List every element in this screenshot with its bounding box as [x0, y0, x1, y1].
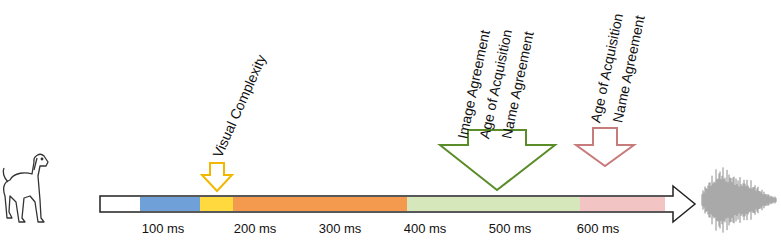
wave-sample — [714, 182, 715, 219]
wave-sample — [722, 176, 723, 224]
wave-sample — [756, 191, 757, 210]
wave-sample — [732, 182, 733, 218]
wave-sample — [736, 179, 737, 222]
wave-sample — [737, 184, 738, 216]
wave-sample — [740, 177, 741, 223]
wave-sample — [723, 167, 724, 232]
wave-sample — [718, 179, 719, 222]
time-tick: 300 ms — [319, 221, 362, 237]
wave-sample — [771, 196, 772, 204]
wave-sample — [754, 187, 755, 213]
wave-sample — [719, 173, 720, 226]
wave-sample — [713, 183, 714, 216]
time-tick: 400 ms — [404, 221, 447, 237]
wave-sample — [743, 183, 744, 216]
wave-sample — [748, 186, 749, 215]
wave-sample — [730, 178, 731, 223]
wave-sample — [728, 182, 729, 217]
wave-sample — [721, 179, 722, 221]
wave-sample — [716, 169, 717, 230]
wave-sample — [753, 187, 754, 213]
sound-waveform — [702, 167, 776, 232]
wave-sample — [755, 185, 756, 215]
wave-sample — [711, 186, 712, 215]
wave-sample — [773, 197, 774, 203]
wave-sample — [729, 175, 730, 226]
wave-sample — [759, 191, 760, 209]
wave-sample — [749, 187, 750, 212]
timeline-arrow — [100, 186, 695, 222]
wave-sample — [734, 177, 735, 224]
wave-sample — [710, 182, 711, 217]
wave-sample — [709, 183, 710, 218]
wave-sample — [750, 188, 751, 211]
wave-sample — [739, 187, 740, 214]
wave-sample — [715, 183, 716, 218]
time-tick: 200 ms — [234, 221, 277, 237]
wave-sample — [725, 178, 726, 223]
wave-sample — [706, 188, 707, 212]
wave-sample — [738, 180, 739, 219]
wave-sample — [746, 186, 747, 214]
wave-sample — [763, 194, 764, 205]
dog-drawing — [3, 154, 48, 222]
wave-sample — [733, 178, 734, 223]
wave-sample — [742, 186, 743, 214]
time-tick: 100 ms — [142, 221, 185, 237]
wave-sample — [774, 198, 775, 202]
wave-sample — [761, 192, 762, 207]
wave-sample — [707, 189, 708, 211]
wave-sample — [765, 194, 766, 206]
wave-sample — [757, 188, 758, 212]
red-down-arrow — [576, 128, 634, 166]
wave-sample — [772, 197, 773, 204]
wave-sample — [727, 170, 728, 230]
wave-sample — [767, 195, 768, 204]
wave-sample — [717, 179, 718, 220]
wave-sample — [770, 197, 771, 203]
wave-sample — [752, 189, 753, 212]
wave-sample — [766, 194, 767, 206]
wave-sample — [775, 196, 776, 203]
yellow-down-arrow — [202, 163, 232, 191]
factor-label: Visual Complexity — [209, 52, 269, 160]
wave-sample — [747, 180, 748, 220]
wave-sample — [760, 191, 761, 209]
wave-sample — [741, 184, 742, 216]
wave-sample — [745, 184, 746, 217]
wave-sample — [705, 187, 706, 214]
wave-sample — [744, 180, 745, 220]
time-tick: 600 ms — [577, 221, 620, 237]
green-down-arrow — [440, 130, 555, 190]
wave-sample — [731, 178, 732, 222]
wave-sample — [764, 192, 765, 208]
wave-sample — [726, 181, 727, 218]
wave-sample — [708, 186, 709, 215]
wave-sample — [768, 194, 769, 206]
wave-sample — [703, 190, 704, 209]
wave-sample — [769, 195, 770, 205]
wave-sample — [735, 185, 736, 215]
wave-sample — [704, 192, 705, 207]
wave-sample — [762, 190, 763, 210]
time-tick: 500 ms — [489, 221, 532, 237]
wave-sample — [702, 194, 703, 206]
wave-sample — [751, 180, 752, 220]
wave-sample — [724, 179, 725, 221]
wave-sample — [720, 172, 721, 229]
wave-sample — [712, 176, 713, 225]
wave-sample — [758, 187, 759, 213]
wave-sample — [776, 198, 777, 202]
